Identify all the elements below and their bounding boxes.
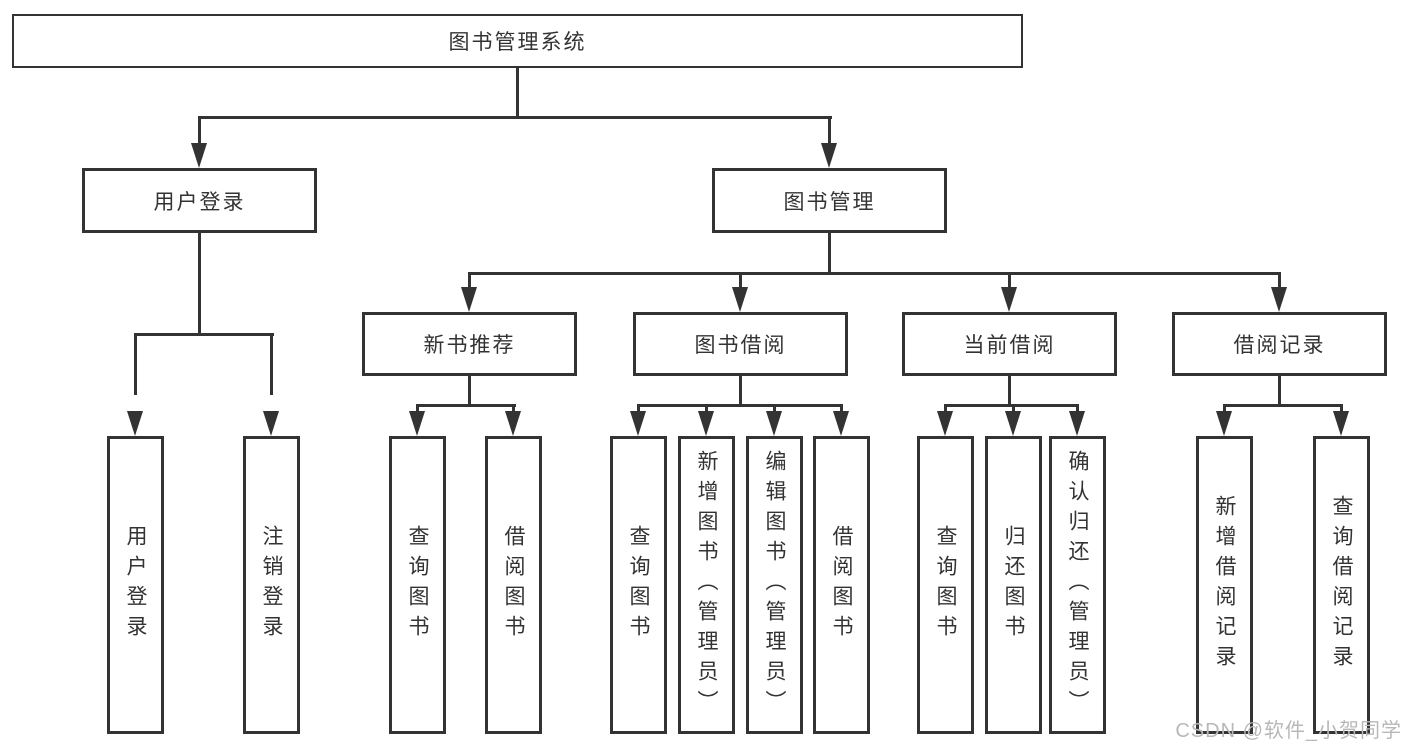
leaf-current-confirm-admin: 确认归还（管理员） bbox=[1049, 436, 1106, 734]
connector-line bbox=[1340, 404, 1343, 416]
connector-line bbox=[840, 404, 843, 416]
leaf-current-return: 归还图书 bbox=[985, 436, 1042, 734]
leaf-record-query: 查询借阅记录 bbox=[1313, 436, 1370, 734]
leaf-user-login-label: 用户登录 bbox=[124, 525, 148, 645]
leaf-current-query-label: 查询图书 bbox=[934, 525, 958, 645]
leaf-current-query: 查询图书 bbox=[917, 436, 974, 734]
connector-line bbox=[270, 333, 273, 395]
connector-line bbox=[739, 376, 742, 407]
arrowhead-icon bbox=[1001, 287, 1017, 312]
node-book-borrow-label: 图书借阅 bbox=[694, 334, 787, 357]
arrowhead-icon bbox=[1005, 411, 1021, 436]
leaf-newbook-borrow: 借阅图书 bbox=[485, 436, 542, 734]
node-root: 图书管理系统 bbox=[12, 14, 1023, 68]
node-book-management-label: 图书管理 bbox=[783, 190, 876, 214]
connector-line bbox=[512, 404, 515, 416]
connector-line bbox=[416, 404, 516, 407]
connector-line bbox=[1008, 376, 1011, 407]
leaf-logout: 注销登录 bbox=[243, 436, 300, 734]
arrowhead-icon bbox=[263, 411, 279, 436]
arrowhead-icon bbox=[461, 287, 477, 312]
node-user-login: 用户登录 bbox=[82, 168, 317, 233]
node-book-management: 图书管理 bbox=[712, 168, 947, 233]
connector-line bbox=[828, 233, 831, 275]
node-new-book-recommend: 新书推荐 bbox=[362, 312, 577, 376]
arrowhead-icon bbox=[1333, 411, 1349, 436]
leaf-borrow-query-label: 查询图书 bbox=[627, 525, 651, 645]
connector-line bbox=[468, 272, 471, 290]
leaf-newbook-query: 查询图书 bbox=[389, 436, 446, 734]
connector-line bbox=[773, 404, 776, 416]
connector-line bbox=[198, 116, 201, 146]
connector-line bbox=[944, 404, 1079, 407]
connector-line bbox=[1278, 376, 1281, 407]
node-borrow-records-label: 借阅记录 bbox=[1233, 334, 1326, 357]
node-book-borrow: 图书借阅 bbox=[633, 312, 848, 376]
leaf-user-login: 用户登录 bbox=[107, 436, 164, 734]
arrowhead-icon bbox=[1069, 411, 1085, 436]
arrowhead-icon bbox=[821, 143, 837, 168]
leaf-borrow-book-label: 借阅图书 bbox=[830, 525, 854, 645]
connector-line bbox=[739, 272, 742, 290]
arrowhead-icon bbox=[766, 411, 782, 436]
arrowhead-icon bbox=[409, 411, 425, 436]
connector-line bbox=[1223, 404, 1226, 416]
connector-line bbox=[637, 404, 843, 407]
connector-line bbox=[516, 68, 519, 119]
node-user-login-label: 用户登录 bbox=[153, 190, 246, 214]
leaf-newbook-borrow-label: 借阅图书 bbox=[502, 525, 526, 645]
connector-line bbox=[468, 272, 1281, 275]
connector-line bbox=[828, 116, 831, 146]
leaf-borrow-edit-admin: 编辑图书（管理员） bbox=[746, 436, 803, 734]
arrowhead-icon bbox=[1271, 287, 1287, 312]
leaf-borrow-query: 查询图书 bbox=[610, 436, 667, 734]
connector-line bbox=[198, 233, 201, 336]
leaf-newbook-query-label: 查询图书 bbox=[406, 525, 430, 645]
connector-line bbox=[705, 404, 708, 416]
node-borrow-records: 借阅记录 bbox=[1172, 312, 1387, 376]
connector-line bbox=[1278, 272, 1281, 290]
arrowhead-icon bbox=[732, 287, 748, 312]
node-current-borrow-label: 当前借阅 bbox=[963, 334, 1056, 357]
leaf-logout-label: 注销登录 bbox=[260, 525, 284, 645]
watermark: CSDN @软件_小贺同学 bbox=[1175, 720, 1402, 742]
connector-line bbox=[134, 333, 137, 395]
arrowhead-icon bbox=[505, 411, 521, 436]
connector-line bbox=[1076, 404, 1079, 416]
connector-line bbox=[134, 333, 274, 336]
leaf-current-confirm-admin-label: 确认归还（管理员） bbox=[1066, 450, 1090, 720]
leaf-borrow-edit-admin-label: 编辑图书（管理员） bbox=[763, 450, 787, 720]
leaf-record-add-label: 新增借阅记录 bbox=[1213, 495, 1237, 675]
connector-line bbox=[944, 404, 947, 416]
leaf-borrow-add-admin-label: 新增图书（管理员） bbox=[695, 450, 719, 720]
connector-line bbox=[1012, 404, 1015, 416]
connector-line bbox=[637, 404, 640, 416]
leaf-record-query-label: 查询借阅记录 bbox=[1330, 495, 1354, 675]
connector-line bbox=[1008, 272, 1011, 290]
arrowhead-icon bbox=[833, 411, 849, 436]
node-current-borrow: 当前借阅 bbox=[902, 312, 1117, 376]
arrowhead-icon bbox=[1216, 411, 1232, 436]
connector-line bbox=[198, 116, 832, 119]
leaf-record-add: 新增借阅记录 bbox=[1196, 436, 1253, 734]
leaf-borrow-add-admin: 新增图书（管理员） bbox=[678, 436, 735, 734]
connector-line bbox=[468, 376, 471, 407]
arrowhead-icon bbox=[630, 411, 646, 436]
arrowhead-icon bbox=[127, 411, 143, 436]
leaf-borrow-book: 借阅图书 bbox=[813, 436, 870, 734]
arrowhead-icon bbox=[698, 411, 714, 436]
node-new-book-recommend-label: 新书推荐 bbox=[423, 334, 516, 357]
connector-line bbox=[416, 404, 419, 416]
node-root-label: 图书管理系统 bbox=[448, 31, 587, 54]
connector-line bbox=[1223, 404, 1343, 407]
leaf-current-return-label: 归还图书 bbox=[1002, 525, 1026, 645]
arrowhead-icon bbox=[937, 411, 953, 436]
arrowhead-icon bbox=[191, 143, 207, 168]
